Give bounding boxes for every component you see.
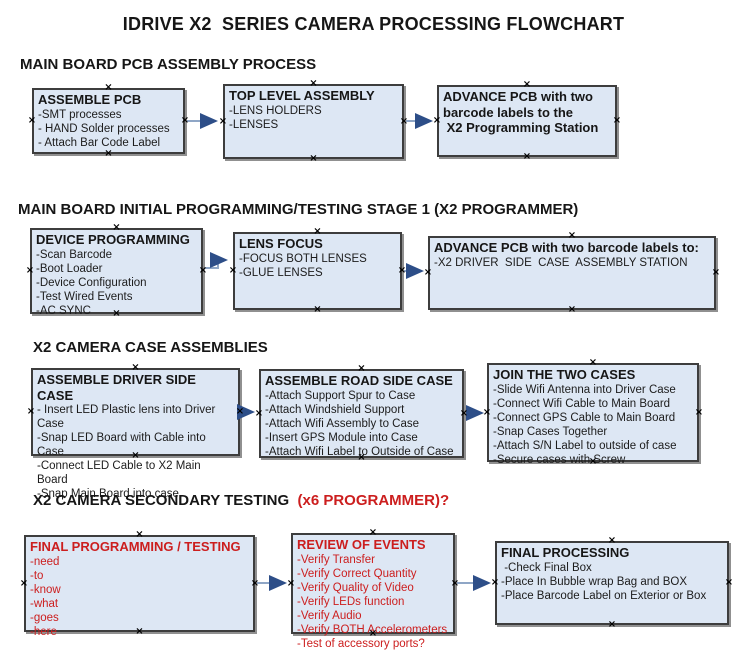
section-heading-secondary-testing: X2 CAMERA SECONDARY TESTING (x6 PROGRAMM… (33, 492, 449, 509)
box-title: ASSEMBLE PCB (38, 92, 142, 107)
box-title: ASSEMBLE ROAD SIDE CASE (265, 373, 453, 388)
box-items: -X2 DRIVER SIDE CASE ASSEMBLY STATION (434, 256, 688, 269)
flow-box-final-processing: FINAL PROCESSING -Check Final Box -Place… (495, 541, 729, 625)
box-items: -need -to -know -what -goes -here (30, 555, 61, 638)
page-title: IDRIVE X2 SERIES CAMERA PROCESSING FLOWC… (122, 14, 625, 34)
box-title: TOP LEVEL ASSEMBLY (229, 88, 375, 103)
box-items: -Slide Wifi Antenna into Driver Case -Co… (493, 383, 677, 466)
box-title: DEVICE PROGRAMMING (36, 232, 190, 247)
box-title: ADVANCE PCB with two barcode labels to t… (443, 89, 599, 135)
box-items: -Verify Transfer -Verify Correct Quantit… (297, 553, 448, 650)
flow-box-assemble-driver-side-case: ASSEMBLE DRIVER SIDE CASE - Insert LED P… (31, 368, 240, 500)
box-items: -Scan Barcode -Boot Loader -Device Confi… (36, 248, 147, 317)
box-title: ASSEMBLE DRIVER SIDE CASE (37, 372, 200, 403)
flow-box-device-programming: DEVICE PROGRAMMING -Scan Barcode -Boot L… (30, 228, 203, 317)
box-title: REVIEW OF EVENTS (297, 537, 426, 552)
flow-box-top-level-assembly: TOP LEVEL ASSEMBLY -LENS HOLDERS -LENSES (223, 84, 404, 159)
box-items: -LENS HOLDERS -LENSES (229, 104, 322, 131)
flow-box-join-the-two-cases: JOIN THE TWO CASES -Slide Wifi Antenna i… (487, 363, 699, 466)
section-heading-initial-programming: MAIN BOARD INITIAL PROGRAMMING/TESTING S… (18, 201, 579, 218)
heading-black-part: X2 CAMERA SECONDARY TESTING (33, 492, 298, 509)
heading-red-part: (x6 PROGRAMMER)? (297, 492, 450, 509)
box-items: - Insert LED Plastic lens into Driver Ca… (37, 404, 216, 500)
box-title: FINAL PROCESSING (501, 545, 630, 560)
flow-box-final-programming-testing: FINAL PROGRAMMING / TESTING -need -to -k… (24, 535, 255, 638)
box-title: LENS FOCUS (239, 236, 323, 251)
box-items: -FOCUS BOTH LENSES -GLUE LENSES (239, 252, 367, 279)
flow-box-advance-pcb-driver-side: ADVANCE PCB with two barcode labels to: … (428, 236, 716, 310)
section-heading-pcb-assembly: MAIN BOARD PCB ASSEMBLY PROCESS (20, 56, 317, 73)
flow-box-advance-pcb-programming-station: ADVANCE PCB with two barcode labels to t… (437, 85, 617, 157)
flow-box-assemble-pcb: ASSEMBLE PCB -SMT processes - HAND Solde… (32, 88, 185, 154)
box-items: -Attach Support Spur to Case -Attach Win… (265, 389, 454, 458)
flow-box-lens-focus: LENS FOCUS -FOCUS BOTH LENSES -GLUE LENS… (233, 232, 402, 310)
box-title: ADVANCE PCB with two barcode labels to: (434, 240, 699, 255)
box-title: JOIN THE TWO CASES (493, 367, 636, 382)
section-heading-case-assemblies: X2 CAMERA CASE ASSEMBLIES (33, 339, 268, 356)
box-items: -Check Final Box -Place In Bubble wrap B… (501, 561, 707, 602)
connector-arrow (205, 252, 228, 269)
flow-box-review-of-events: REVIEW OF EVENTS -Verify Transfer -Verif… (291, 533, 455, 650)
box-title: FINAL PROGRAMMING / TESTING (30, 539, 241, 554)
flow-box-assemble-road-side-case: ASSEMBLE ROAD SIDE CASE -Attach Support … (259, 369, 464, 458)
box-items: -SMT processes - HAND Solder processes -… (38, 108, 170, 149)
